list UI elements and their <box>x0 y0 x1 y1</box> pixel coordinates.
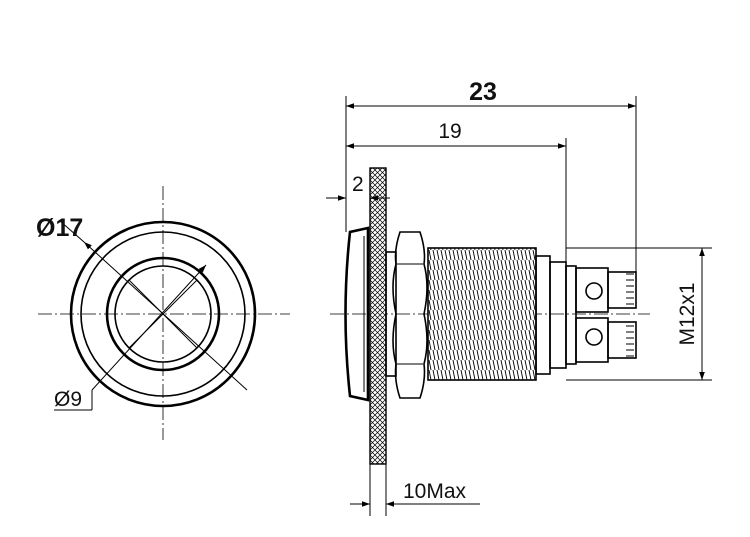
rear-cap <box>549 261 567 369</box>
terminal-tab-ridges-upper <box>626 273 634 305</box>
terminal-tab-upper <box>607 271 637 309</box>
threaded-body <box>427 247 537 381</box>
rear-housing <box>535 255 551 375</box>
d9-leader <box>91 264 207 391</box>
terminal-upper <box>575 267 609 313</box>
rear-base <box>565 265 577 365</box>
inner-diameter-label: Ø9 <box>54 388 82 411</box>
outer-diameter-label: Ø17 <box>36 214 83 242</box>
panel-thickness-label: 10Max <box>403 480 467 503</box>
outer-bezel-circle <box>69 220 257 408</box>
terminal-tab-lower <box>607 321 637 359</box>
terminal-lower <box>575 317 609 363</box>
d17-leader-tail <box>59 220 85 243</box>
terminal-lower-hole <box>585 328 603 346</box>
d17-leader <box>83 241 248 391</box>
knurled-washer <box>369 167 387 465</box>
actuator-inner-circle <box>114 265 212 363</box>
side-view: 23 19 2 10Max M12x1 <box>326 78 712 516</box>
overall-length-label: 23 <box>469 78 497 106</box>
terminal-tab-ridges-lower <box>626 325 634 357</box>
actuator-outer-circle <box>105 256 221 372</box>
thread-label: M12x1 <box>676 282 699 345</box>
bezel-dome <box>344 226 370 402</box>
front-view: Ø17 Ø9 <box>36 186 290 440</box>
bezel-inner-circle <box>80 231 246 397</box>
hex-nut <box>392 231 428 399</box>
body-length-label: 19 <box>438 120 461 143</box>
bezel-thickness-label: 2 <box>352 173 364 196</box>
terminal-upper-hole <box>585 282 603 300</box>
